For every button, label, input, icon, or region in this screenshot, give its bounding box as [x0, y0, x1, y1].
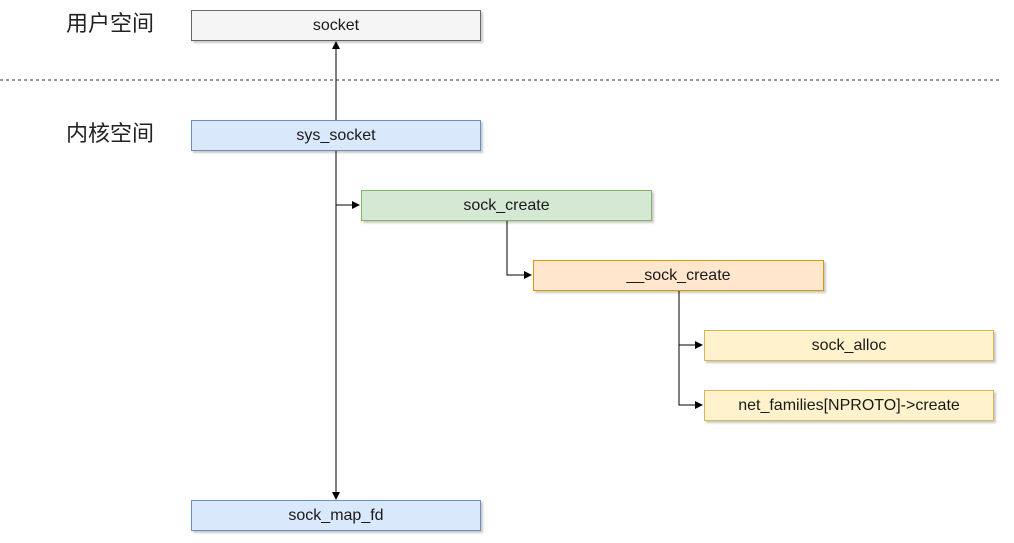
- user-space-label: 用户空间: [66, 12, 155, 37]
- net_families-create-node: net_families[NPROTO]->create: [704, 390, 994, 421]
- kernel-space-label: 内核空间: [66, 122, 155, 147]
- sys_socket-node: sys_socket: [191, 120, 481, 151]
- edge-__sock_create-to-net_families-create: [678, 345, 703, 409]
- edge-sock_create-to-__sock_create: [506, 221, 532, 279]
- edge-__sock_create-to-sock_alloc: [678, 291, 703, 349]
- sock_map_fd-node: sock_map_fd: [191, 500, 481, 531]
- __sock_create-node: __sock_create: [533, 260, 824, 291]
- sock_alloc-node: sock_alloc: [704, 330, 994, 361]
- socket-node: socket: [191, 10, 481, 41]
- sock_create-node: sock_create: [361, 190, 652, 221]
